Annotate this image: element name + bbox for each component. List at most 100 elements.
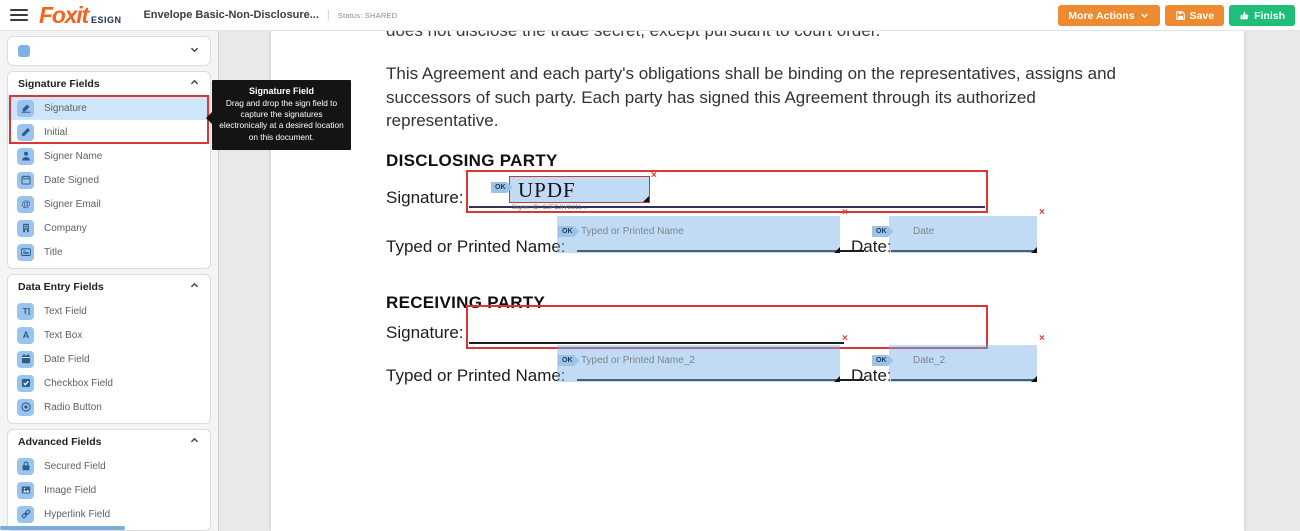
receiving-date-field[interactable]: Date_2 xyxy=(889,345,1037,382)
company-icon xyxy=(17,219,34,237)
sidebar-item-signature[interactable]: Signature xyxy=(8,96,210,120)
remove-field-icon[interactable]: × xyxy=(1039,207,1045,218)
resize-handle-icon[interactable] xyxy=(643,196,649,202)
clipped-paragraph: does not disclose the trade secret, exce… xyxy=(386,31,880,41)
sidebar-item-date-field[interactable]: Date Field xyxy=(8,347,210,371)
ok-badge: OK xyxy=(872,226,894,237)
sidebar-item-label: Date Signed xyxy=(44,174,100,186)
sidebar-item-signer-name[interactable]: Signer Name xyxy=(8,144,210,168)
sidebar-item-title[interactable]: Title xyxy=(8,240,210,264)
document-canvas: does not disclose the trade secret, exce… xyxy=(218,31,1300,531)
signature-icon xyxy=(17,99,34,117)
sidebar-item-signer-email[interactable]: @Signer Email xyxy=(8,192,210,216)
sidebar-horizontal-scrollbar[interactable] xyxy=(0,526,125,530)
sidebar-item-label: Signer Name xyxy=(44,150,103,162)
tooltip-title: Signature Field xyxy=(248,86,314,96)
sidebar-item-label: Title xyxy=(44,246,63,258)
disclosing-date-field[interactable]: Date xyxy=(889,216,1037,253)
date-field-icon xyxy=(17,350,34,368)
recipient-selector[interactable] xyxy=(7,36,211,66)
receiving-name-field[interactable]: Typed or Printed Name_2 xyxy=(557,345,840,382)
date-signed-icon xyxy=(17,171,34,189)
disclosing-name-line xyxy=(577,250,864,252)
field-placeholder: Date_2 xyxy=(913,355,946,366)
sidebar-item-label: Text Box xyxy=(44,329,83,341)
more-actions-button[interactable]: More Actions xyxy=(1058,5,1160,26)
svg-text:A: A xyxy=(22,330,29,340)
top-header: Foxit ESIGN Envelope Basic-Non-Disclosur… xyxy=(0,0,1300,31)
signer-id-text: Signer ID: CJFCJIV2211... xyxy=(512,205,588,211)
ok-badge: OK xyxy=(558,226,580,237)
sidebar-item-label: Company xyxy=(44,222,87,234)
signer-email-icon: @ xyxy=(17,195,34,213)
disclosing-name-field[interactable]: Typed or Printed Name xyxy=(557,216,840,253)
sidebar-item-label: Initial xyxy=(44,126,68,138)
foxit-logo: Foxit xyxy=(39,1,89,28)
remove-field-icon[interactable]: × xyxy=(1039,333,1045,344)
receiving-signature-line xyxy=(469,342,844,344)
section-title: Advanced Fields xyxy=(18,436,102,448)
disclosing-signature-field[interactable]: UPDF xyxy=(509,176,650,203)
finish-button[interactable]: Finish xyxy=(1229,5,1295,26)
sidebar-item-label: Hyperlink Field xyxy=(44,508,111,520)
title-icon xyxy=(17,243,34,261)
tooltip-arrow xyxy=(206,112,212,124)
svg-text:@: @ xyxy=(21,199,30,209)
resize-handle-icon[interactable] xyxy=(1031,376,1037,382)
section-header[interactable]: Signature Fields xyxy=(8,72,210,96)
initial-pen-icon xyxy=(17,123,34,141)
ok-badge: OK xyxy=(872,355,894,366)
image-field-icon xyxy=(17,481,34,499)
caret-down-icon xyxy=(1140,13,1148,19)
sidebar-item-text-box[interactable]: A Text Box xyxy=(8,323,210,347)
remove-field-icon[interactable]: × xyxy=(842,333,848,344)
receiving-date-label: Date: xyxy=(851,366,892,385)
sidebar-item-initial[interactable]: Initial xyxy=(8,120,210,144)
section-header[interactable]: Advanced Fields xyxy=(8,430,210,454)
receiving-name-label: Typed or Printed Name: xyxy=(386,366,566,385)
field-placeholder: Date xyxy=(913,226,935,237)
resize-handle-icon[interactable] xyxy=(834,376,840,382)
receiving-name-line xyxy=(577,379,864,381)
sidebar-item-image-field[interactable]: Image Field xyxy=(8,478,210,502)
section-header[interactable]: Data Entry Fields xyxy=(8,275,210,299)
text-field-icon: T xyxy=(17,302,34,320)
recipient-color-swatch xyxy=(18,45,30,57)
receiving-signature-dropzone[interactable] xyxy=(466,305,988,349)
sidebar-item-secured-field[interactable]: Secured Field xyxy=(8,454,210,478)
secured-field-icon xyxy=(17,457,34,475)
remove-signature-icon[interactable]: × xyxy=(651,170,657,181)
sidebar-item-hyperlink-field[interactable]: Hyperlink Field xyxy=(8,502,210,526)
remove-field-icon[interactable]: × xyxy=(842,207,848,218)
esign-logo-suffix: ESIGN xyxy=(90,14,122,25)
text-box-icon: A xyxy=(17,326,34,344)
section-title: Data Entry Fields xyxy=(18,281,104,293)
resize-handle-icon[interactable] xyxy=(834,247,840,253)
receiving-party-heading: RECEIVING PARTY xyxy=(386,293,546,312)
ok-badge: OK xyxy=(491,182,513,193)
disclosing-party-heading: DISCLOSING PARTY xyxy=(386,151,558,170)
finish-label: Finish xyxy=(1254,9,1285,22)
sidebar-item-label: Signature xyxy=(44,102,87,114)
disclosing-date-line xyxy=(891,250,1037,252)
sidebar-item-radio-button[interactable]: Radio Button xyxy=(8,395,210,419)
disclosing-signature-dropzone[interactable] xyxy=(466,170,988,213)
chevron-up-icon xyxy=(189,433,200,451)
menu-icon[interactable] xyxy=(10,9,28,21)
status-badge: Status: SHARED xyxy=(337,10,398,20)
sidebar-item-checkbox-field[interactable]: Checkbox Field xyxy=(8,371,210,395)
save-label: Save xyxy=(1189,9,1215,22)
sidebar-item-company[interactable]: Company xyxy=(8,216,210,240)
signature-value: UPDF xyxy=(518,178,576,202)
field-placeholder: Typed or Printed Name xyxy=(581,226,684,237)
save-button[interactable]: Save xyxy=(1164,5,1225,26)
sidebar-item-date-signed[interactable]: Date Signed xyxy=(8,168,210,192)
checkbox-field-icon xyxy=(17,374,34,392)
resize-handle-icon[interactable] xyxy=(1031,247,1037,253)
header-separator: | xyxy=(326,9,330,21)
